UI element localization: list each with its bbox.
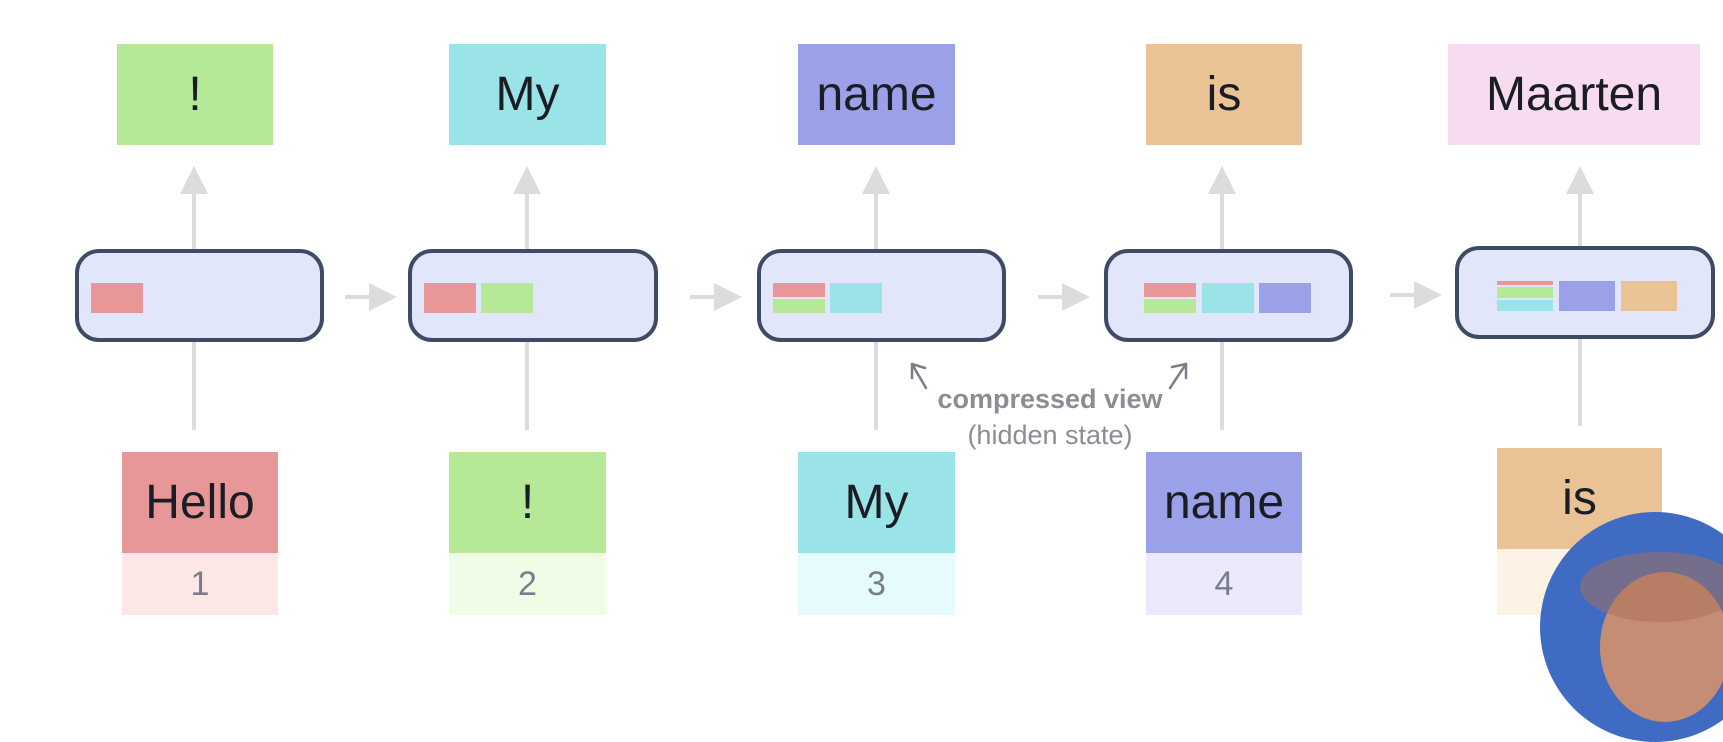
state-bar-hello [91,283,143,313]
position-index-1: 1 [122,553,278,615]
state-bar-hello [1497,281,1553,285]
state-bar-my [1497,300,1553,311]
position-index-2: 2 [449,553,606,615]
annotation-pointer-left [910,362,928,390]
annotation-pointer-right [1168,362,1188,390]
state-bar-hello [773,283,825,297]
input-token-1: Hello [122,452,278,553]
presenter-hair-shade [1580,552,1723,622]
state-bar-exclaim [1144,299,1196,313]
output-token-4: is [1146,44,1302,145]
input-token-4: name [1146,452,1302,553]
hidden-state-cell-4 [1104,249,1353,342]
state-bar-my [1202,283,1254,313]
state-bar-exclaim [773,299,825,313]
position-index-3: 3 [798,553,955,615]
output-token-3: name [798,44,955,145]
state-bar-exclaim [1497,287,1553,298]
state-bar-is [1621,281,1677,311]
annotation-subtitle: (hidden state) [967,420,1133,450]
state-bar-hello [424,283,476,313]
hidden-state-cell-5 [1455,246,1715,339]
diagram-canvas: ! My name is Maarten compressed view (hi… [75,44,1723,742]
input-token-2: ! [449,452,606,553]
hidden-state-cell-2 [408,249,658,342]
state-bar-name [1559,281,1615,311]
state-bar-hello [1144,283,1196,297]
output-token-2: My [449,44,606,145]
state-bar-my [830,283,882,313]
hidden-state-cell-3 [757,249,1006,342]
input-token-3: My [798,452,955,553]
hidden-state-cell-1 [75,249,324,342]
hidden-state-annotation: compressed view (hidden state) [912,381,1188,453]
output-token-5: Maarten [1448,44,1700,145]
annotation-title: compressed view [937,384,1163,414]
state-bar-exclaim [481,283,533,313]
state-bar-name [1259,283,1311,313]
output-token-1: ! [117,44,273,145]
position-index-4: 4 [1146,553,1302,615]
